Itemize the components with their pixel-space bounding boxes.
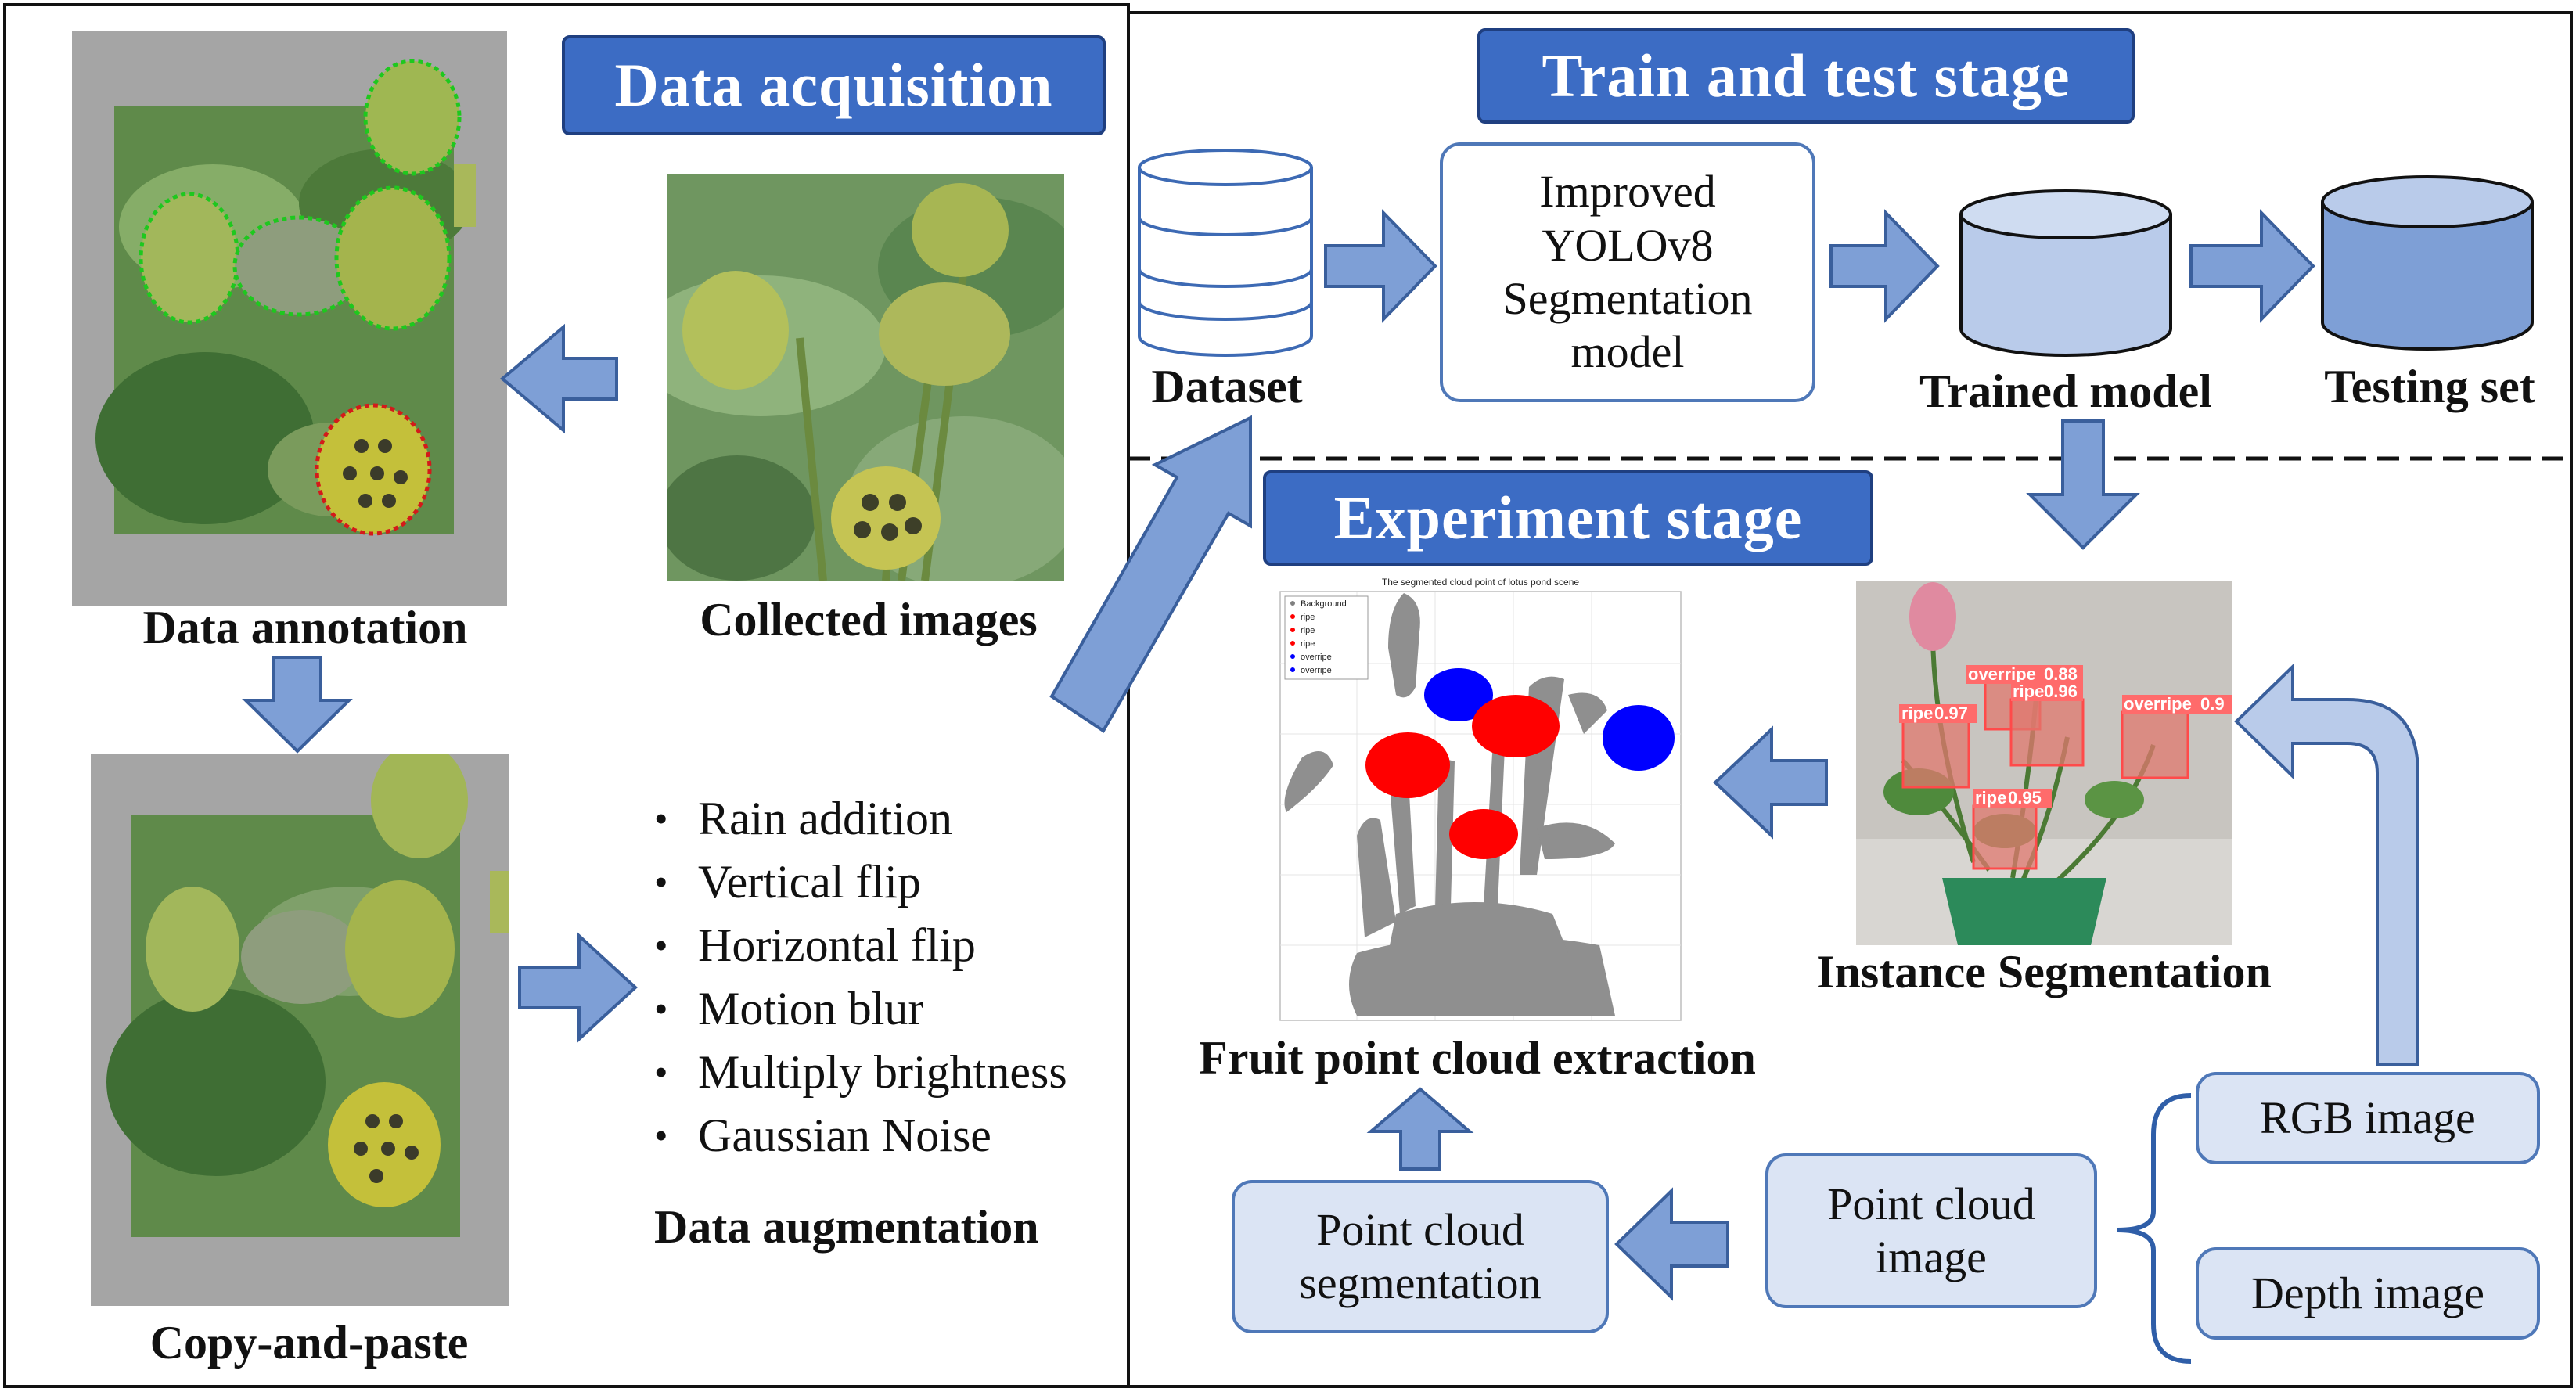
detection-label: ripe (1975, 788, 2006, 808)
dataset-icon (1138, 149, 1313, 357)
detection-score: 0.88 (2044, 664, 2078, 684)
augmentation-item: Horizontal flip (654, 914, 1067, 977)
augmentation-item: Gaussian Noise (654, 1104, 1067, 1167)
arrow-trained-to-instance (2026, 419, 2140, 550)
detection-label: ripe (2013, 682, 2044, 701)
detection-score: 0.96 (2044, 682, 2078, 701)
detection-label: overripe (1968, 664, 2036, 684)
detection-score: 0.95 (2008, 788, 2042, 808)
annotated-lotus-image (72, 31, 507, 606)
model-box: Improved YOLOv8 Segmentation model (1440, 142, 1815, 402)
arrow-segmentation-to-fruit (1366, 1087, 1474, 1171)
copy-paste-lotus-image (91, 754, 509, 1306)
legend-ripe: ripe (1301, 626, 1315, 635)
detection-label: ripe (1901, 703, 1933, 723)
depth-image-box: Depth image (2196, 1247, 2540, 1340)
box-line: image (1876, 1232, 1987, 1282)
data-augmentation-label: Data augmentation (654, 1201, 1039, 1253)
data-annotation-label: Data annotation (142, 602, 468, 653)
detection-score: 0.97 (1934, 703, 1968, 723)
arrow-instance-to-fruit (1713, 725, 1828, 840)
rgb-image-box: RGB image (2196, 1072, 2540, 1164)
legend-overripe: overripe (1301, 666, 1332, 675)
collected-images-label: Collected images (700, 594, 1038, 646)
augmentation-item: Motion blur (654, 977, 1067, 1041)
arrow-augmentation-to-dataset (1049, 415, 1252, 733)
arrow-model-to-trained (1829, 209, 1940, 323)
box-line: Point cloud (1827, 1178, 2035, 1229)
arrow-image-to-segmentation (1614, 1187, 1729, 1301)
model-line: Improved (1539, 166, 1716, 218)
legend-overripe: overripe (1301, 653, 1332, 662)
arrow-trained-to-testing (2189, 209, 2315, 323)
train-test-title: Train and test stage (1477, 28, 2135, 124)
augmentation-list: Rain addition Vertical flip Horizontal f… (654, 787, 1067, 1167)
fruit-point-cloud-extraction-label: Fruit point cloud extraction (1199, 1032, 1756, 1084)
legend-background: Background (1301, 599, 1347, 609)
testing-set-label: Testing set (2324, 361, 2535, 412)
brace-connector (2117, 1093, 2192, 1364)
collected-lotus-image (667, 174, 1064, 581)
trained-model-label: Trained model (1919, 365, 2212, 417)
augmentation-item: Multiply brightness (654, 1041, 1067, 1104)
augmentation-item: Rain addition (654, 787, 1067, 851)
detection-score: 0.9 (2200, 694, 2225, 714)
box-line: segmentation (1299, 1257, 1542, 1308)
point-cloud-plot: The segmented cloud point of lotus pond … (1271, 577, 1690, 1027)
augmentation-item: Vertical flip (654, 851, 1067, 914)
legend-ripe: ripe (1301, 613, 1315, 622)
model-line: Segmentation (1502, 273, 1753, 324)
arrow-annotation-to-copy (242, 656, 353, 754)
model-line: YOLOv8 (1542, 219, 1714, 271)
instance-segmentation-image: overripe 0.88 ripe 0.96 ripe 0.97 overri… (1856, 581, 2232, 945)
copy-and-paste-label: Copy-and-paste (149, 1317, 469, 1369)
point-cloud-segmentation-box: Point cloud segmentation (1232, 1180, 1609, 1333)
data-acquisition-title: Data acquisition (562, 35, 1106, 135)
arrow-collected-to-annotation (499, 323, 618, 434)
train-experiment-panel (1127, 11, 2573, 1388)
legend-ripe: ripe (1301, 639, 1315, 649)
detection-label: overripe (2124, 694, 2192, 714)
model-line: model (1570, 326, 1685, 378)
testing-set-icon (2321, 175, 2534, 351)
arrow-dataset-to-model (1324, 209, 1437, 323)
point-cloud-image-box: Point cloud image (1765, 1153, 2097, 1308)
arrow-rgb-to-instance (2234, 663, 2419, 1066)
trained-model-icon (1959, 189, 2172, 357)
box-line: Point cloud (1316, 1203, 1524, 1255)
arrow-copy-to-augmentation (518, 932, 638, 1043)
instance-segmentation-label: Instance Segmentation (1816, 946, 2272, 998)
dataset-label: Dataset (1151, 361, 1303, 412)
plot-title: The segmented cloud point of lotus pond … (1382, 577, 1579, 588)
experiment-title: Experiment stage (1263, 470, 1873, 566)
